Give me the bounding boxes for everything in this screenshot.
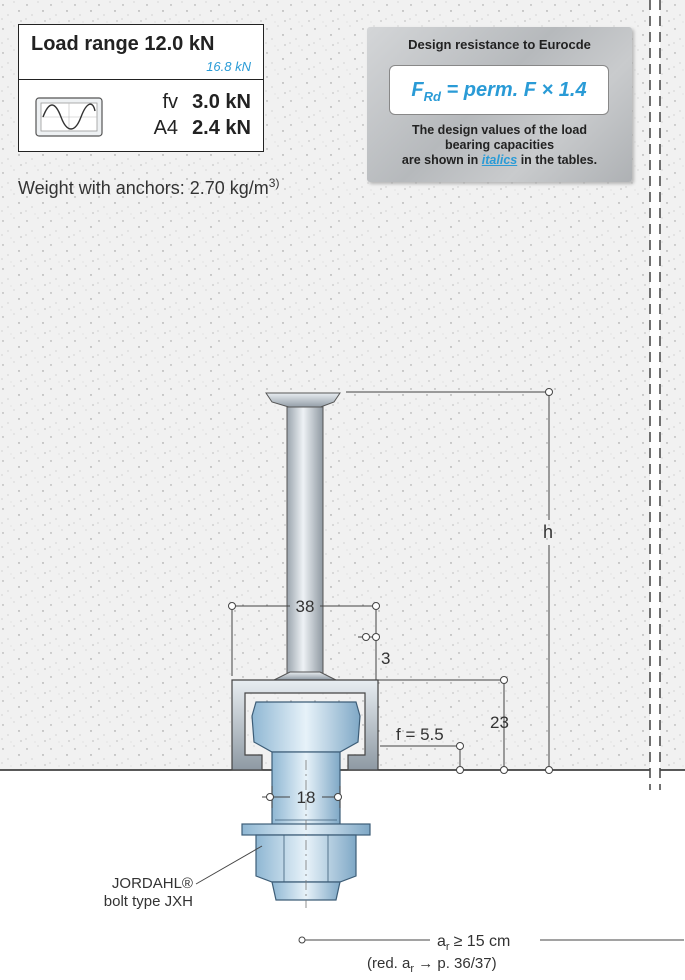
bolt-leader-line: [195, 845, 263, 885]
sine-wave-icon: [35, 97, 103, 137]
dimension-18-label: 18: [297, 788, 316, 807]
load-range-header: Load range 12.0 kN 16.8 kN: [19, 25, 263, 80]
bolt-head: [251, 701, 361, 753]
dimension-f: [380, 742, 464, 774]
dimension-3: [358, 628, 506, 681]
dimension-3-label: 3: [381, 649, 390, 668]
dimension-h-label: h: [543, 522, 553, 542]
design-resistance-box: Design resistance to Eurocde FRd = perm.…: [367, 27, 632, 182]
weight-note: Weight with anchors: 2.70 kg/m3): [18, 176, 280, 198]
dimension-38: [228, 602, 380, 676]
anchor-shaft: [286, 406, 324, 678]
bolt-label-line2: bolt type JXH: [104, 893, 193, 910]
design-note: The design values of the load bearing ca…: [401, 123, 598, 167]
load-range-design-value: 16.8 kN: [206, 59, 251, 74]
design-formula: FRd = perm. F × 1.4: [389, 65, 609, 115]
dimension-38-label: 38: [296, 597, 315, 616]
load-range-title: Load range 12.0 kN: [31, 33, 215, 55]
edge-distance-dimension: [298, 936, 684, 944]
dimension-23-label: 23: [490, 713, 509, 732]
anchor-channel: [231, 679, 379, 771]
bolt-label-line1: JORDAHL®: [112, 875, 193, 892]
dimension-18: [262, 786, 342, 808]
design-heading: Design resistance to Eurocde: [408, 37, 591, 52]
dimension-f-label: f = 5.5: [396, 725, 444, 744]
edge-distance-label: ar≥ 15 cm: [437, 933, 510, 953]
edge-distance-reference: (red. ar → p. 36/37): [367, 955, 497, 975]
break-gap: [650, 0, 660, 790]
dimension-23: [500, 676, 508, 774]
bolt-tip: [271, 881, 341, 901]
dimension-h: [346, 388, 553, 774]
italics-link[interactable]: italics: [481, 153, 518, 167]
